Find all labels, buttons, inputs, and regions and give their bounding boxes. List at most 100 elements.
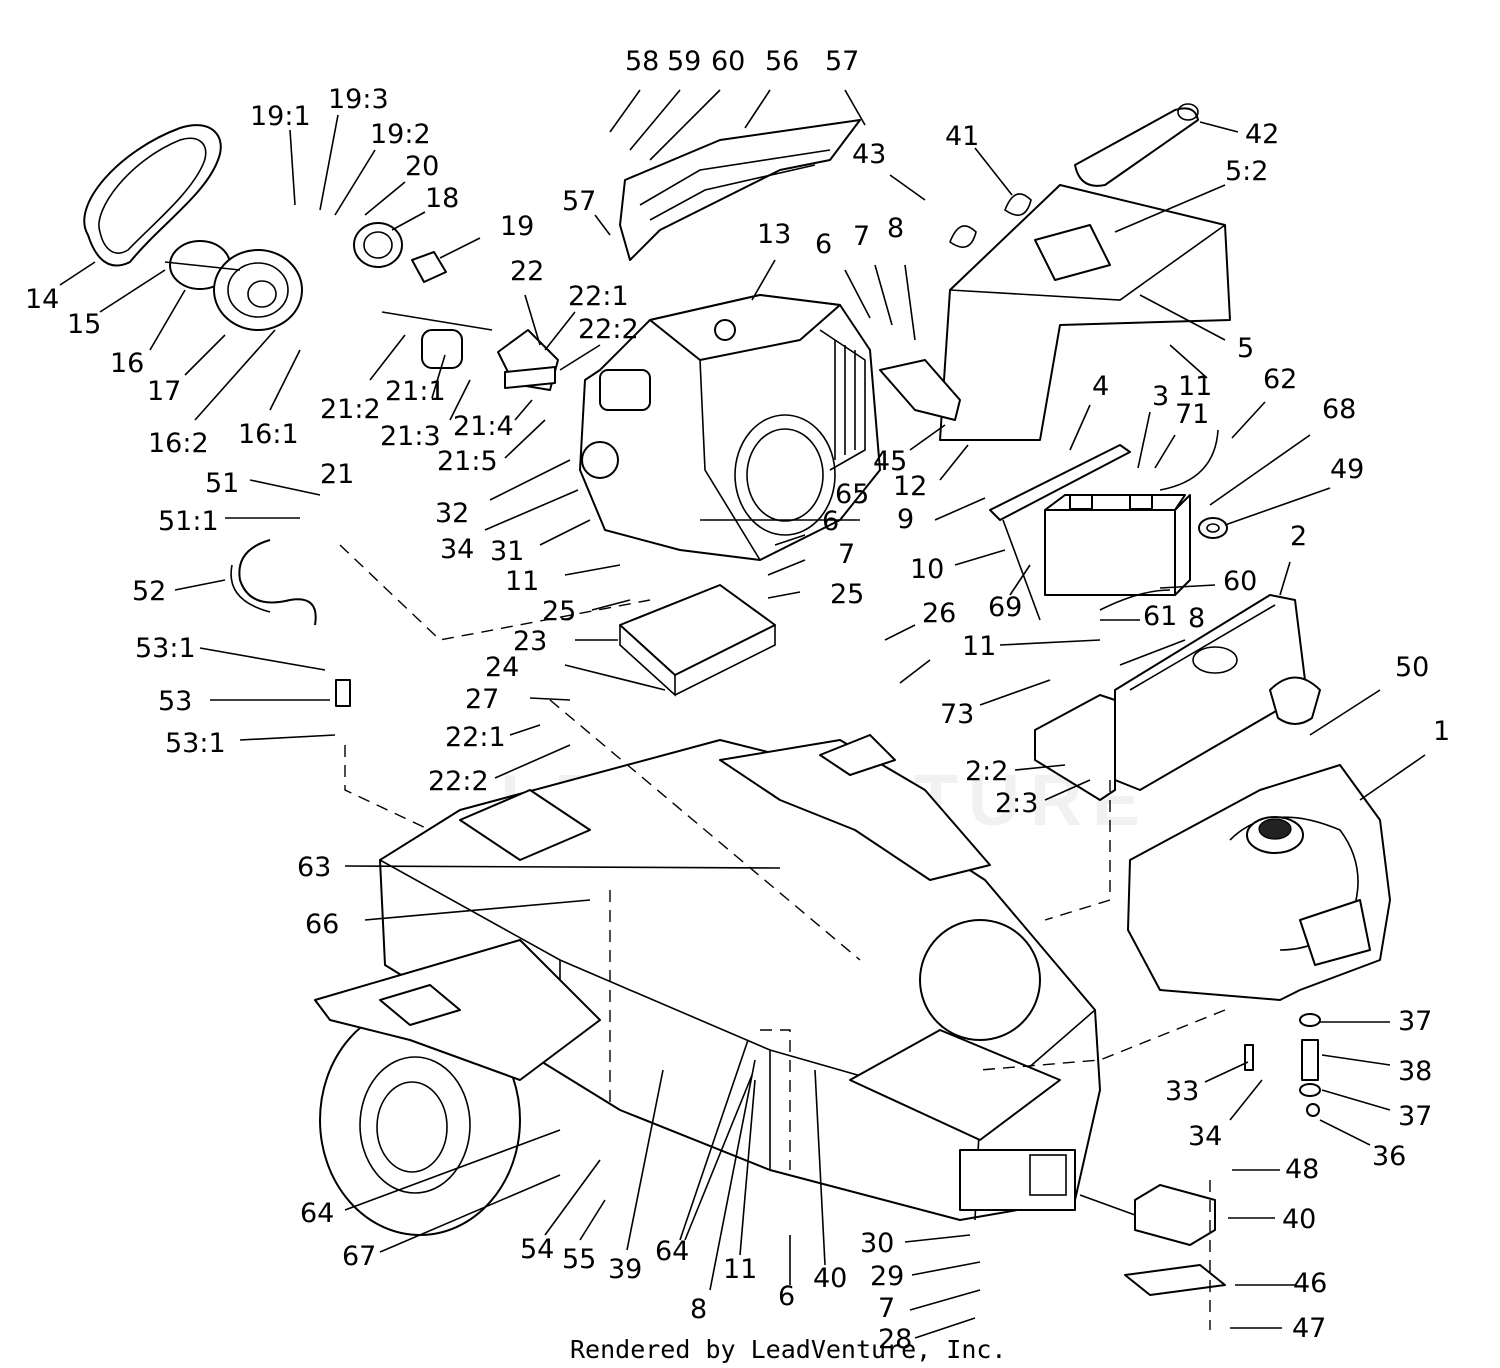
rear-fender xyxy=(719,734,991,881)
callout-2-2: 2:2 xyxy=(965,756,1008,787)
grommet xyxy=(1198,517,1228,539)
callout-52: 52 xyxy=(132,576,166,607)
callout-37: 37 xyxy=(1398,1006,1432,1037)
callout-50: 50 xyxy=(1395,652,1429,683)
callout-7: 7 xyxy=(853,221,870,252)
callout-6: 6 xyxy=(815,229,832,260)
callout-53: 53 xyxy=(158,686,192,717)
callout-60: 60 xyxy=(1223,566,1257,597)
callout-17: 17 xyxy=(147,376,181,407)
callout-68: 68 xyxy=(1322,394,1356,425)
callout-4: 4 xyxy=(1092,371,1109,402)
callout-21-1: 21:1 xyxy=(385,376,446,407)
callout-54: 54 xyxy=(520,1234,554,1265)
engine-mount-plate xyxy=(619,584,776,697)
callout-41: 41 xyxy=(945,121,979,152)
callout-61: 61 xyxy=(1143,601,1177,632)
callout-19-2: 19:2 xyxy=(370,119,431,150)
callout-24: 24 xyxy=(485,652,519,683)
fuel-line xyxy=(230,539,351,707)
callout-49: 49 xyxy=(1330,454,1364,485)
idler-pulley xyxy=(353,222,447,283)
callout-43: 43 xyxy=(852,139,886,170)
callout-9: 9 xyxy=(897,504,914,535)
callout-73: 73 xyxy=(940,699,974,730)
callout-8: 8 xyxy=(887,213,904,244)
callout-38: 38 xyxy=(1398,1056,1432,1087)
callout-37: 37 xyxy=(1398,1101,1432,1132)
callout-23: 23 xyxy=(513,626,547,657)
assembly-lines xyxy=(339,544,1226,1330)
callout-48: 48 xyxy=(1285,1154,1319,1185)
callout-11: 11 xyxy=(505,566,539,597)
tank-cover xyxy=(1034,594,1306,801)
callout-11: 11 xyxy=(723,1254,757,1285)
callout-32: 32 xyxy=(435,498,469,529)
idler-arm xyxy=(381,311,559,391)
callout-64: 64 xyxy=(655,1236,689,1267)
callout-labels: 1 2 2:2 2:3 3 4 5 5:2 6 6 6 7 7 7 8 8 8 … xyxy=(25,46,1450,1355)
callout-55: 55 xyxy=(562,1244,596,1275)
seat-support xyxy=(939,184,1231,441)
callout-67: 67 xyxy=(342,1241,376,1272)
belt-guard xyxy=(619,119,861,261)
callout-56: 56 xyxy=(765,46,799,77)
handle-grip xyxy=(1074,103,1199,187)
callout-40: 40 xyxy=(813,1263,847,1294)
battery-strap xyxy=(989,444,1131,621)
callout-60: 60 xyxy=(711,46,745,77)
callout-57: 57 xyxy=(562,186,596,217)
callout-28: 28 xyxy=(878,1324,912,1355)
callout-22-1: 22:1 xyxy=(445,722,506,753)
callout-69: 69 xyxy=(988,592,1022,623)
fuel-tank xyxy=(1127,764,1391,1001)
callout-58: 58 xyxy=(625,46,659,77)
drive-belt xyxy=(83,124,222,267)
callout-21-5: 21:5 xyxy=(437,446,498,477)
callout-53-1: 53:1 xyxy=(165,728,226,759)
callout-2-3: 2:3 xyxy=(995,788,1038,819)
callout-19-1: 19:1 xyxy=(250,101,311,132)
callout-25: 25 xyxy=(830,579,864,610)
callout-5: 5 xyxy=(1237,333,1254,364)
callout-21-3: 21:3 xyxy=(380,421,441,452)
callout-21: 21 xyxy=(320,459,354,490)
callout-26: 26 xyxy=(922,598,956,629)
callout-10: 10 xyxy=(910,554,944,585)
callout-16-1: 16:1 xyxy=(238,419,299,450)
callout-8: 8 xyxy=(690,1294,707,1325)
callout-59: 59 xyxy=(667,46,701,77)
callout-7: 7 xyxy=(878,1293,895,1324)
callout-45: 45 xyxy=(873,446,907,477)
callout-19-3: 19:3 xyxy=(328,84,389,115)
callout-21-2: 21:2 xyxy=(320,394,381,425)
callout-7: 7 xyxy=(838,539,855,570)
callout-62: 62 xyxy=(1263,364,1297,395)
callout-29: 29 xyxy=(870,1261,904,1292)
callout-6: 6 xyxy=(778,1281,795,1312)
battery xyxy=(1044,494,1191,596)
callout-12: 12 xyxy=(893,471,927,502)
callout-18: 18 xyxy=(425,183,459,214)
callout-30: 30 xyxy=(860,1228,894,1259)
callout-1: 1 xyxy=(1433,716,1450,747)
callout-21-4: 21:4 xyxy=(453,411,514,442)
callout-2: 2 xyxy=(1290,521,1307,552)
callout-6: 6 xyxy=(822,506,839,537)
callout-3: 3 xyxy=(1152,381,1169,412)
footer-credit: Rendered by LeadVenture, Inc. xyxy=(570,1335,1007,1364)
callout-39: 39 xyxy=(608,1254,642,1285)
battery-cable xyxy=(1099,429,1219,611)
callout-20: 20 xyxy=(405,151,439,182)
callout-63: 63 xyxy=(297,852,331,883)
callout-15: 15 xyxy=(67,309,101,340)
callout-66: 66 xyxy=(305,909,339,940)
callout-47: 47 xyxy=(1292,1313,1326,1344)
solenoid xyxy=(1079,1184,1226,1296)
callout-42: 42 xyxy=(1245,119,1279,150)
engine xyxy=(579,294,881,561)
engine-pulley xyxy=(164,240,303,331)
callout-57: 57 xyxy=(825,46,859,77)
callout-16: 16 xyxy=(110,348,144,379)
